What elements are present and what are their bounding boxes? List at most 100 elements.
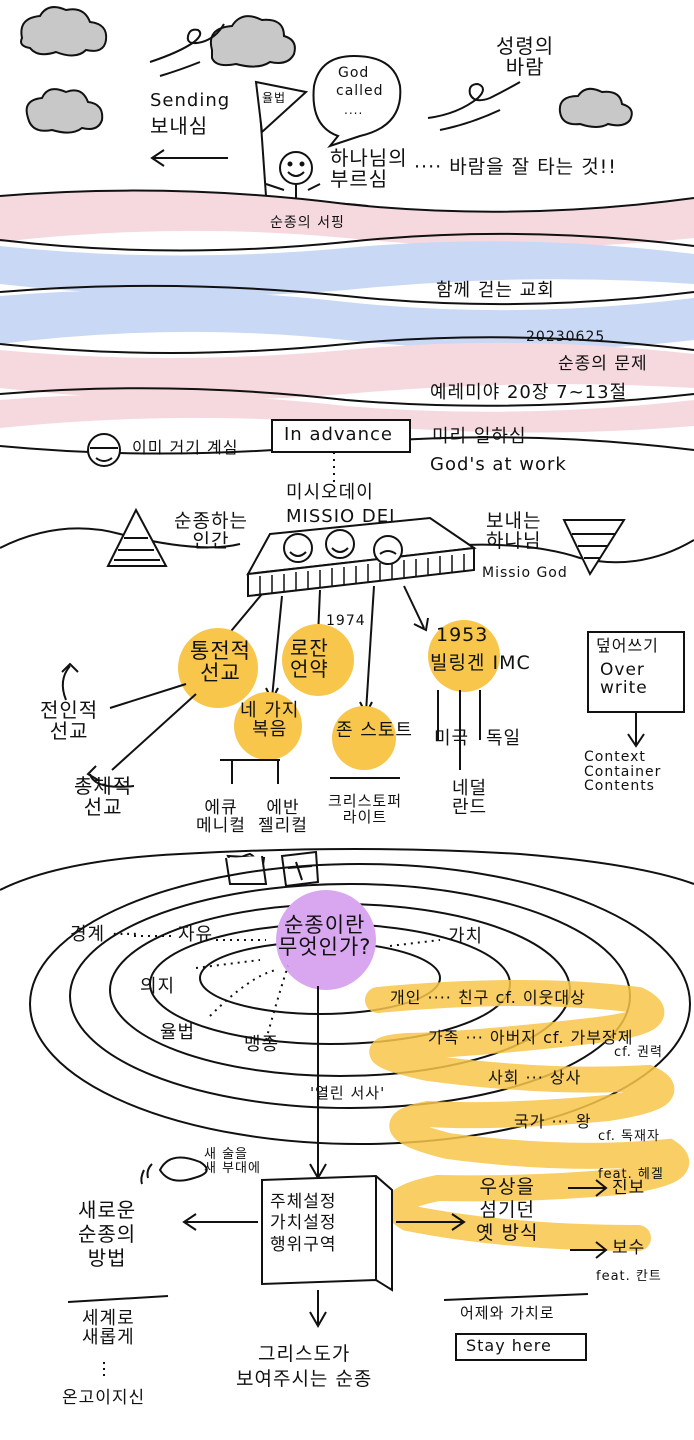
boundary-label: 경계 ···· xyxy=(70,924,139,945)
dictator-label: cf. 독재자 xyxy=(598,1129,660,1144)
pyramid-icon xyxy=(106,507,168,567)
overwrite-en-label: Over write xyxy=(600,660,648,698)
church-label: 함께 걷는 교회 xyxy=(436,280,555,301)
social-mission-label: 총체적 선교 xyxy=(74,774,133,819)
luther-label: 존 스토트 xyxy=(336,720,413,741)
scripture-label: 예레미야 20장 7~13절 xyxy=(430,382,628,403)
sending-arrow-icon xyxy=(150,149,228,167)
willingen-label: 빌링겐 IMC xyxy=(430,652,531,674)
netherlands-label: 네덜 란드 xyxy=(452,778,488,818)
obedience-label: 맹종 xyxy=(244,1034,280,1055)
sending-ko-label: 보내심 xyxy=(150,114,209,138)
spirit-wind-label: 성령의 바람 xyxy=(496,34,555,79)
society-label: 사회 ··· 상사 xyxy=(488,1068,582,1087)
book-icon xyxy=(225,852,268,885)
conservative-label: 보수 xyxy=(612,1238,646,1258)
bubble-line1: God xyxy=(338,65,370,81)
yesterday-label: 어제와 가치로 xyxy=(460,1304,555,1322)
onward-label: 온고이지신 xyxy=(62,1388,146,1408)
highlight-gospel xyxy=(234,692,302,760)
bubble-dots: .... xyxy=(344,103,364,117)
context-list-label: Context Container Contents xyxy=(584,749,662,795)
nation-label: 국가 ··· 왕 xyxy=(514,1112,592,1131)
holistic-lines xyxy=(61,662,481,788)
wright-label: 크리스토퍼 라이트 xyxy=(328,792,403,826)
renewal-label: 새 술을 새 부대에 xyxy=(204,1147,261,1176)
highlight-lausanne xyxy=(282,624,354,696)
center-box-label: 주체설정 가치설정 행위구역 xyxy=(270,1192,337,1255)
freedom-label: 자유 xyxy=(178,924,214,945)
cross-card-icon xyxy=(280,850,320,888)
open-narrative-label: '열린 서사' xyxy=(310,1084,386,1102)
family-label: 가족 ··· 아버지 cf. 가부장제 xyxy=(428,1028,634,1047)
law-label: 율법 xyxy=(160,1022,196,1043)
divider-lines xyxy=(67,1293,589,1378)
bubble-line2: called xyxy=(336,83,384,99)
already-there-label: 이미 거기 계심 xyxy=(132,438,239,457)
feat-kant-label: feat. 칸트 xyxy=(596,1269,662,1284)
year-1974-label: 1974 xyxy=(326,613,366,629)
cloud-icon xyxy=(558,87,633,128)
four-gospel-label: 네 가지 복음 xyxy=(240,700,300,740)
highlight-spiral xyxy=(365,980,689,1251)
cloud-icon xyxy=(25,88,104,134)
in-advance-box xyxy=(271,419,411,453)
wholistic-label: 전인적 선교 xyxy=(40,698,99,743)
smiley-icon xyxy=(87,433,121,467)
highlight-luther xyxy=(332,706,396,770)
evan-label: 에반 젤리컬 xyxy=(258,798,308,836)
gods-at-work-label: God's at work xyxy=(430,454,567,475)
wind-swirl-icon xyxy=(149,23,521,131)
trinity-faces-icon xyxy=(283,529,403,565)
calling-label: 하나님의 부르심 xyxy=(330,146,408,191)
highlight-1953 xyxy=(428,620,500,692)
germany-label: 독일 xyxy=(486,728,522,749)
authority-label: cf. 권력 xyxy=(614,1045,663,1060)
will-label: 의지 xyxy=(140,976,176,997)
cloud-icon xyxy=(210,15,296,68)
feat-hegel-label: feat. 헤겔 xyxy=(598,1167,664,1182)
sea-lines xyxy=(0,189,694,455)
date-label: 20230625 xyxy=(526,329,606,345)
riding-wind-label: ···· 바람을 잘 타는 것!! xyxy=(414,156,624,178)
christ-obedience-label: 그리스도가 보여주시는 순종 xyxy=(236,1343,373,1390)
us-label: 미국 xyxy=(434,728,470,749)
stay-here-box xyxy=(455,1333,587,1361)
progress-label: 진보 xyxy=(612,1178,646,1198)
obeying-human-label: 순종하는 인간 xyxy=(174,510,248,552)
overwrite-arrow xyxy=(627,712,645,748)
lausanne-label: 로잔 언약 xyxy=(290,636,329,681)
in-advance-label: In advance xyxy=(284,424,393,445)
missio-ko-label: 미시오데이 xyxy=(286,482,374,503)
hill-line xyxy=(0,527,694,564)
value-label: 가치 xyxy=(448,926,484,947)
year-1953-label: 1953 xyxy=(436,624,489,646)
side-arrows xyxy=(182,1179,608,1329)
inverted-pyramid-icon xyxy=(562,519,626,577)
center-box-shape xyxy=(261,1174,393,1292)
missio-en-label: MISSIO DEI xyxy=(286,506,396,527)
stay-here-label: Stay here xyxy=(466,1336,552,1355)
ahead-label: 미리 일하심 xyxy=(432,426,527,447)
speech-bubble-icon xyxy=(312,54,402,149)
flag-icon xyxy=(254,80,309,197)
surfing-label: 순종의 서핑 xyxy=(270,215,345,231)
highlight-holistic xyxy=(178,628,258,708)
world-label: 세계로 새롭게 xyxy=(82,1308,135,1348)
center-question-label: 순종이란 무엇인가? xyxy=(278,913,372,960)
ring-dotted xyxy=(134,935,441,1041)
idol-old-way-label: 우상을 섬기던 옛 방식 xyxy=(476,1176,539,1244)
sending-label: Sending xyxy=(150,90,231,111)
new-way-label: 새로운 순종의 방법 xyxy=(78,1198,137,1270)
sending-god-en-label: Missio God xyxy=(482,565,568,581)
sea-bands xyxy=(0,190,694,433)
sending-god-label: 보내는 하나님 xyxy=(486,510,542,552)
individual-label: 개인 ···· 친구 cf. 이웃대상 xyxy=(390,988,586,1007)
overwrite-ko-label: 덮어쓰기 xyxy=(596,636,659,655)
cloud-icon xyxy=(20,6,108,57)
missio-dei-platform xyxy=(246,516,477,598)
sermon-title: 순종의 문제 xyxy=(558,354,648,374)
flag-text: 율법 xyxy=(262,91,287,105)
eva-label: 에큐 메니컬 xyxy=(196,798,246,836)
